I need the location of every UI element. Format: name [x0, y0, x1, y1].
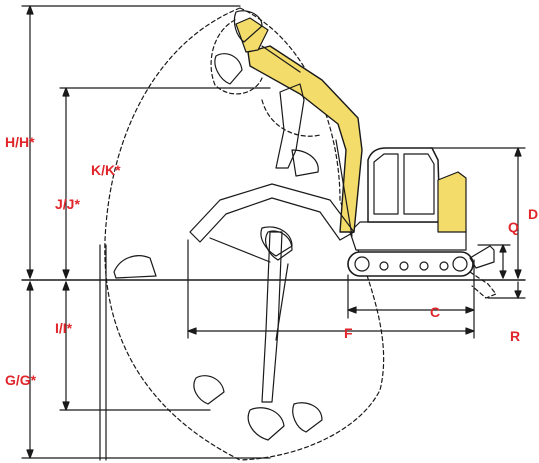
bucket-upper — [265, 230, 293, 261]
dozer-blade — [469, 245, 495, 269]
bucket-horizontal — [260, 226, 293, 257]
boom-horizontal-cylinder — [209, 237, 271, 263]
label-g: G/G* — [5, 372, 37, 388]
bucket-raised — [233, 10, 263, 43]
bucket-down-low — [247, 407, 285, 441]
cab-window-right — [403, 153, 435, 215]
boom-cylinder — [335, 139, 353, 237]
boom — [247, 45, 363, 233]
bucket-down-right — [292, 402, 323, 433]
engine-hood — [437, 171, 467, 233]
h-arrow-top — [26, 5, 34, 15]
label-j: J/J* — [55, 196, 80, 212]
track-rollers — [354, 256, 468, 272]
label-d: D — [528, 206, 539, 222]
arm-down — [261, 231, 283, 403]
arm-down-cylinder — [275, 263, 289, 341]
f-arrow-left — [187, 327, 197, 335]
q-arrow-top — [499, 244, 507, 253]
boom-position-2 — [275, 83, 305, 169]
inner-envelope — [210, 19, 263, 95]
label-q: Q — [508, 219, 519, 235]
h-arrow-bottom — [26, 269, 34, 279]
d-arrow-bottom — [514, 269, 522, 279]
inner-envelope-2 — [261, 99, 321, 137]
cab-window-left — [373, 153, 399, 215]
bucket-position-2 — [291, 149, 319, 177]
i-arrow-bottom — [62, 401, 70, 411]
j-arrow-bottom — [62, 269, 70, 279]
label-h: H/H* — [5, 134, 35, 150]
c-arrow-left — [347, 306, 357, 314]
label-i: I/I* — [55, 320, 73, 336]
bucket-top-right — [214, 53, 243, 85]
g-arrow-bottom — [26, 449, 34, 459]
c-arrow-right — [465, 306, 475, 314]
bucket-left-ground — [113, 255, 157, 279]
d-arrow-top — [514, 147, 522, 157]
arm-cylinder — [261, 45, 301, 73]
label-r: R — [510, 328, 521, 344]
reach-envelope — [104, 7, 385, 461]
bucket-left-bottom — [193, 375, 225, 405]
label-c: C — [430, 304, 441, 320]
boom-horizontal — [189, 183, 355, 243]
r-arrow — [514, 290, 522, 299]
label-f: F — [344, 325, 353, 341]
j-arrow-top — [62, 87, 70, 97]
g-arrow-top — [26, 281, 34, 291]
f-arrow-right — [465, 327, 475, 335]
q-arrow-bottom — [499, 270, 507, 279]
dozer-blade-lowered — [469, 271, 497, 299]
i-arrow-top — [62, 281, 70, 291]
label-k: K/K* — [91, 162, 121, 178]
track — [347, 251, 474, 277]
